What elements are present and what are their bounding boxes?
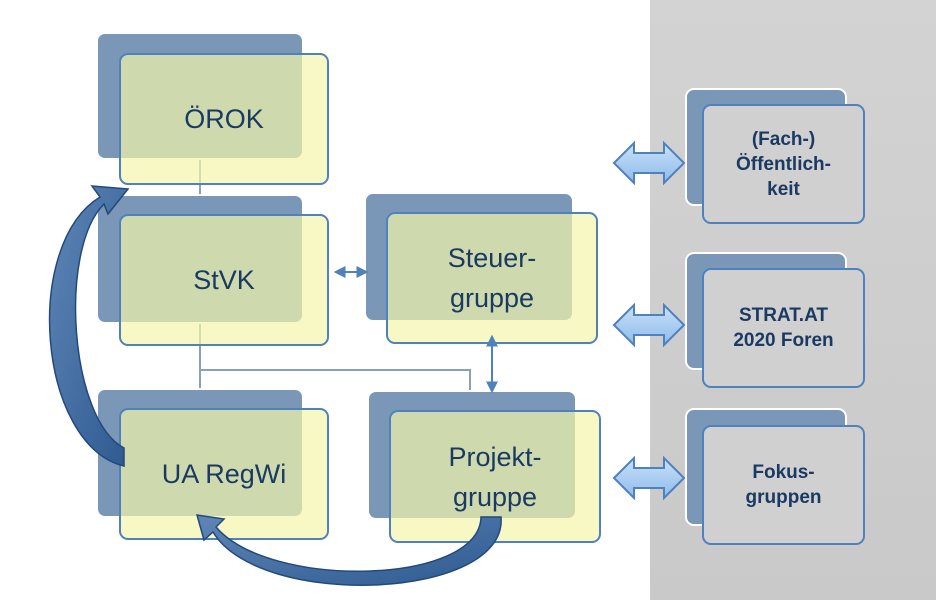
ua-regwi-label: UA RegWi (161, 459, 287, 489)
orok-box[interactable]: ÖROK (119, 53, 329, 185)
steuergruppe-box[interactable]: Steuer- gruppe (386, 212, 598, 344)
line-stvk-projektgruppe (200, 369, 471, 390)
oeffentlichkeit-box[interactable]: (Fach-) Öffentlich- keit (702, 104, 865, 224)
strat-foren-label: STRAT.AT 2020 Foren (733, 305, 834, 351)
fokusgruppen-box[interactable]: Fokus- gruppen (702, 425, 865, 545)
oeffentlichkeit-label: (Fach-) Öffentlich- keit (736, 128, 831, 200)
double-arrow-oeffentlichkeit (612, 140, 686, 186)
stvk-label: StVK (193, 265, 255, 295)
strat-foren-box[interactable]: STRAT.AT 2020 Foren (702, 268, 865, 388)
stvk-box[interactable]: StVK (119, 214, 329, 346)
curved-arrow-projekt-to-ua (195, 514, 502, 586)
fokusgruppen-label: Fokus- gruppen (745, 462, 822, 508)
orok-label: ÖROK (184, 104, 264, 134)
projektgruppe-label: Projekt- gruppe (448, 441, 542, 512)
double-arrow-fokusgruppen (612, 455, 686, 501)
steuergruppe-label: Steuer- gruppe (447, 243, 537, 313)
curved-arrow-ua-to-orok (48, 185, 130, 467)
double-arrow-strat-foren (612, 302, 686, 348)
